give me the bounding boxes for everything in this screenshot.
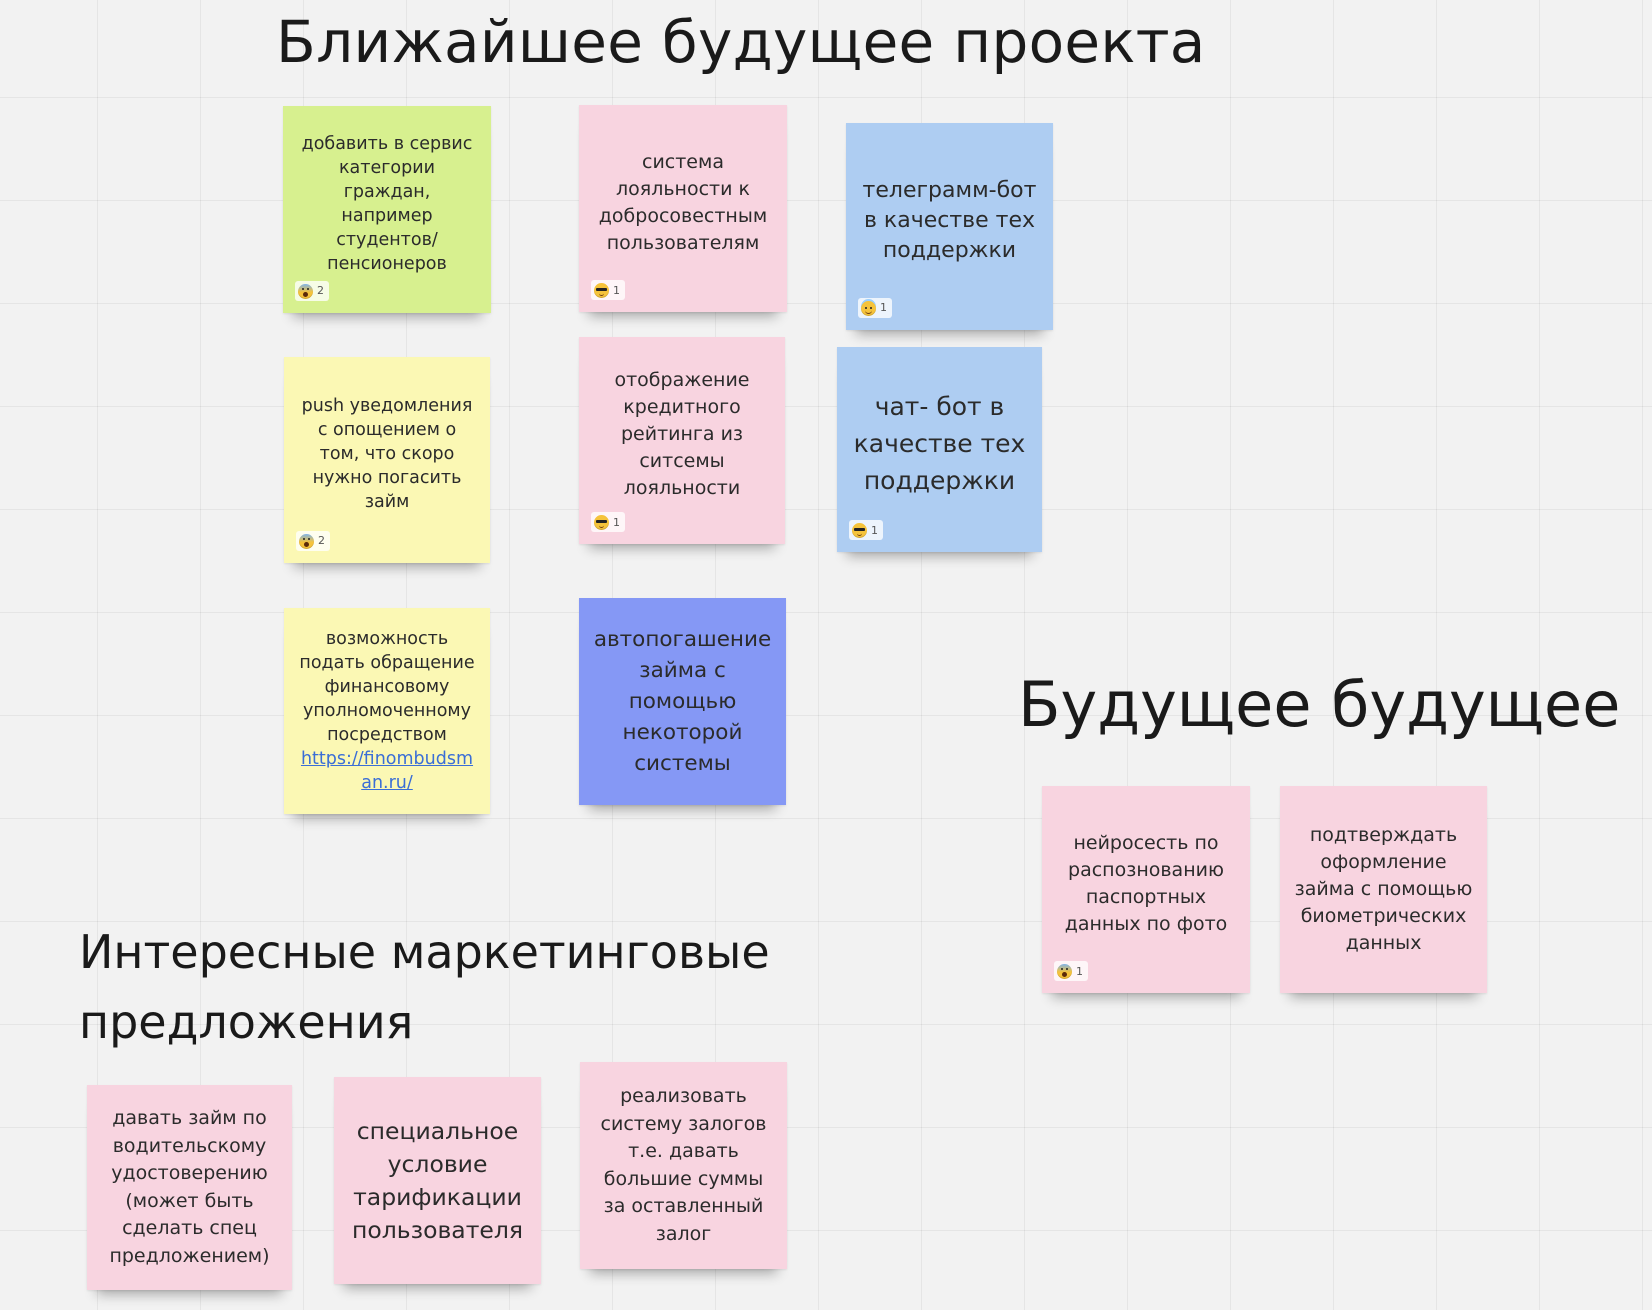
reaction-badge[interactable]: 1: [591, 280, 625, 300]
sticky-note-push-notifications[interactable]: push уведомления с опощением о том, что …: [284, 357, 490, 563]
sunglasses-face-icon: [594, 282, 609, 298]
sticky-note-drivers-license[interactable]: давать займ по водительскому удостоверен…: [87, 1085, 292, 1290]
reaction-badge[interactable]: 2: [296, 531, 330, 551]
sticky-note-chat-bot[interactable]: чат- бот в качестве тех поддержки 1: [837, 347, 1042, 552]
reaction-count: 1: [613, 283, 620, 297]
sticky-note-text: нейросесть по распознованию паспортных д…: [1064, 831, 1228, 935]
sticky-note-text: отображение кредитного рейтинга из ситсе…: [614, 369, 750, 499]
reaction-count: 1: [613, 515, 620, 529]
sunglasses-face-icon: [852, 522, 867, 538]
sticky-note-text: автопогашение займа с помощью некоторой …: [593, 627, 772, 776]
heading-future-future[interactable]: Будущее будущее: [1018, 668, 1621, 741]
sticky-note-collateral[interactable]: реализовать систему залогов т.е. давать …: [580, 1062, 787, 1269]
reaction-count: 2: [317, 284, 324, 297]
reaction-count: 2: [318, 534, 325, 547]
sticky-note-text: специальное условие тарификации пользова…: [351, 1116, 524, 1244]
screaming-face-icon: [299, 533, 314, 549]
sticky-note-text: давать займ по водительскому удостоверен…: [109, 1107, 270, 1267]
sticky-note-text: push уведомления с опощением о том, что …: [301, 396, 473, 512]
sticky-note-text: подтверждать оформление займа с помощью …: [1294, 824, 1473, 954]
ombudsman-link[interactable]: https://finombudsman.ru/: [300, 749, 474, 793]
sticky-note-credit-rating[interactable]: отображение кредитного рейтинга из ситсе…: [579, 337, 785, 544]
reaction-badge[interactable]: 2: [295, 281, 329, 301]
heading-marketing-offers[interactable]: Интересные маркетинговые предложения: [79, 925, 770, 1049]
reaction-badge[interactable]: 1: [1054, 961, 1088, 981]
sticky-note-text: возможность подать обращение финансовому…: [298, 627, 476, 795]
angel-face-icon: [861, 300, 876, 316]
sticky-note-loyalty-system[interactable]: система лояльности к добросовестным поль…: [579, 105, 787, 312]
sticky-note-text: добавить в сервис категории граждан, нап…: [301, 133, 473, 274]
sticky-note-special-tariff[interactable]: специальное условие тарификации пользова…: [334, 1077, 541, 1284]
reaction-badge[interactable]: 1: [849, 520, 883, 540]
sticky-note-text: чат- бот в качестве тех поддержки: [853, 392, 1026, 495]
sticky-note-text: реализовать систему залогов т.е. давать …: [600, 1085, 767, 1245]
reaction-badge[interactable]: 1: [591, 512, 625, 532]
screaming-face-icon: [1057, 963, 1072, 979]
screaming-face-icon: [298, 283, 313, 299]
sticky-note-ombudsman[interactable]: возможность подать обращение финансовому…: [284, 608, 490, 814]
sticky-note-passport-neural-net[interactable]: нейросесть по распознованию паспортных д…: [1042, 786, 1250, 993]
reaction-count: 1: [880, 301, 887, 314]
reaction-badge[interactable]: 1: [858, 298, 892, 318]
sunglasses-face-icon: [594, 514, 609, 530]
sticky-note-biometric[interactable]: подтверждать оформление займа с помощью …: [1280, 786, 1487, 993]
heading-near-future[interactable]: Ближайшее будущее проекта: [276, 8, 1206, 76]
sticky-note-body: возможность подать обращение финансовому…: [299, 629, 475, 745]
sticky-note-text: телеграмм-бот в качестве тех поддержки: [862, 177, 1037, 263]
sticky-note-autopay[interactable]: автопогашение займа с помощью некоторой …: [579, 598, 786, 805]
sticky-note-text: система лояльности к добросовестным поль…: [598, 150, 768, 254]
sticky-note-telegram-bot[interactable]: телеграмм-бот в качестве тех поддержки 1: [846, 123, 1053, 330]
sticky-note-service-categories[interactable]: добавить в сервис категории граждан, нап…: [283, 106, 491, 313]
reaction-count: 1: [1076, 964, 1083, 978]
reaction-count: 1: [871, 523, 878, 537]
